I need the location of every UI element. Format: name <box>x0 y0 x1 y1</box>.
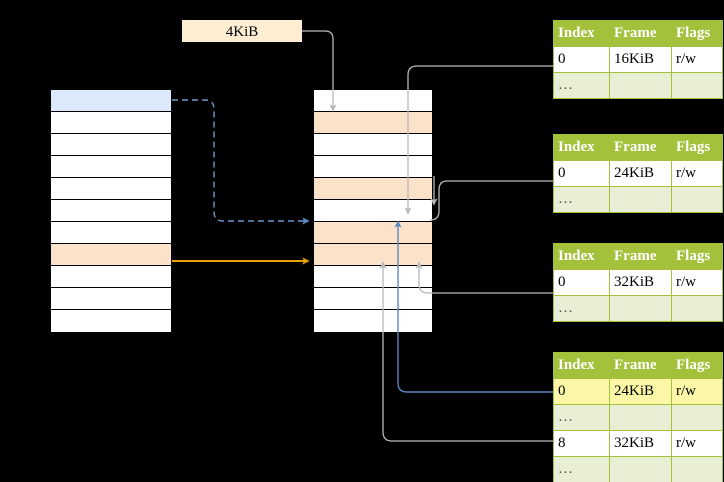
table-row: … <box>553 404 723 431</box>
wire-table2-to-middle <box>429 176 553 221</box>
cell-flags <box>671 456 723 482</box>
cell-frame <box>609 72 672 99</box>
column-header-index: Index <box>553 134 610 161</box>
cell-index: … <box>553 295 610 322</box>
column-header-flags: Flags <box>671 243 723 270</box>
left-column-row-6 <box>51 200 171 222</box>
middle-column-row-7 <box>314 222 432 244</box>
cell-frame: 16KiB <box>609 46 672 73</box>
left-column-row-5 <box>51 178 171 200</box>
table-row: … <box>553 295 723 322</box>
cell-index: 0 <box>553 160 610 187</box>
column-header-frame: Frame <box>609 352 672 379</box>
cell-frame <box>609 186 672 213</box>
table-row: … <box>553 456 723 482</box>
left-column-table <box>50 89 172 333</box>
middle-column-row-1 <box>314 90 432 112</box>
left-column-row-4 <box>51 156 171 178</box>
cell-flags: r/w <box>671 46 723 73</box>
column-header-flags: Flags <box>671 352 723 379</box>
cell-flags <box>671 72 723 99</box>
middle-column-row-5 <box>314 178 432 200</box>
wire-table3-to-middle <box>415 261 553 294</box>
cell-frame: 24KiB <box>609 378 672 405</box>
cell-index: … <box>553 404 610 431</box>
table-row: … <box>553 72 723 99</box>
column-header-frame: Frame <box>609 20 672 47</box>
cell-flags: r/w <box>671 269 723 296</box>
cell-index: … <box>553 186 610 213</box>
middle-column-row-10 <box>314 288 432 310</box>
middle-column-row-2 <box>314 112 432 134</box>
cell-frame <box>609 295 672 322</box>
cell-frame <box>609 456 672 482</box>
cell-flags <box>671 295 723 322</box>
cell-index: 0 <box>553 46 610 73</box>
middle-column-table <box>313 89 433 333</box>
middle-column-row-4 <box>314 156 432 178</box>
cell-frame <box>609 404 672 431</box>
cell-frame: 32KiB <box>609 430 672 457</box>
column-header-frame: Frame <box>609 243 672 270</box>
table-row: … <box>553 186 723 213</box>
cell-index: 0 <box>553 378 610 405</box>
left-column-row-2 <box>51 112 171 134</box>
cell-frame: 24KiB <box>609 160 672 187</box>
cell-index: … <box>553 72 610 99</box>
column-header-index: Index <box>553 352 610 379</box>
cell-index: 0 <box>553 269 610 296</box>
column-header-flags: Flags <box>671 20 723 47</box>
left-column-row-1 <box>51 90 171 112</box>
cell-index: … <box>553 456 610 482</box>
cell-flags: r/w <box>671 160 723 187</box>
middle-column-row-8 <box>314 244 432 266</box>
middle-column-row-6 <box>314 200 432 222</box>
cell-flags: r/w <box>671 430 723 457</box>
column-header-frame: Frame <box>609 134 672 161</box>
wire-left-to-middle-dashed <box>172 99 310 225</box>
left-column-row-11 <box>51 310 171 332</box>
column-header-index: Index <box>553 243 610 270</box>
cell-flags <box>671 404 723 431</box>
middle-column-row-11 <box>314 310 432 332</box>
left-column-row-9 <box>51 266 171 288</box>
column-header-index: Index <box>553 20 610 47</box>
left-column-row-3 <box>51 134 171 156</box>
middle-column-row-9 <box>314 266 432 288</box>
cell-flags <box>671 186 723 213</box>
left-column-row-7 <box>51 222 171 244</box>
left-column-row-8 <box>51 244 171 266</box>
cell-index: 8 <box>553 430 610 457</box>
column-header-flags: Flags <box>671 134 723 161</box>
cell-flags: r/w <box>671 378 723 405</box>
middle-column-row-3 <box>314 134 432 156</box>
page-size-box: 4KiB <box>182 20 302 42</box>
left-column-row-10 <box>51 288 171 310</box>
cell-frame: 32KiB <box>609 269 672 296</box>
